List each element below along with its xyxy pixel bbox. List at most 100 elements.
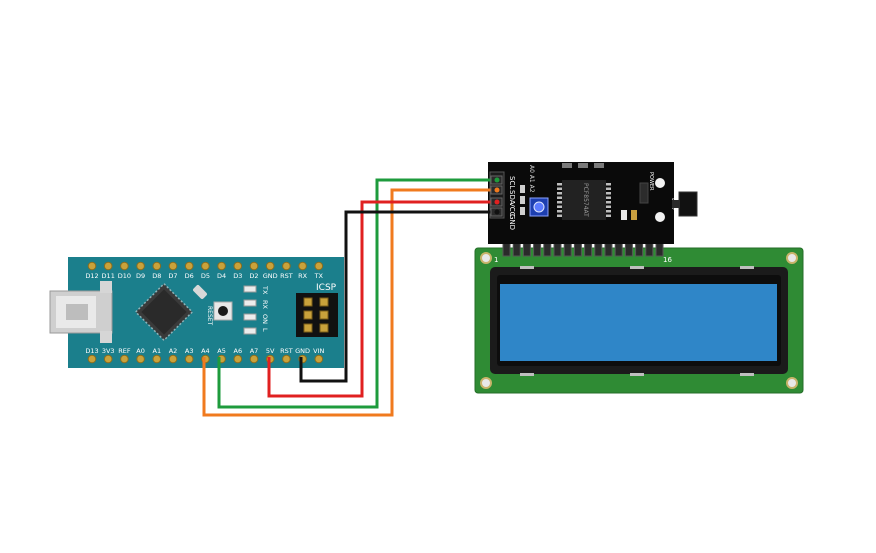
pin-top-d4[interactable] xyxy=(217,261,226,271)
i2c-pin-label-scl: SCL xyxy=(508,176,516,189)
pin-bottom-a2[interactable] xyxy=(168,354,178,364)
pin-label-bottom: 3V3 xyxy=(102,347,115,355)
pin-top-gnd[interactable] xyxy=(265,261,275,271)
pin-label-top: D8 xyxy=(152,272,161,280)
led-label: TX xyxy=(261,285,269,295)
i2c-chip-legs xyxy=(557,183,611,217)
icsp-pin[interactable] xyxy=(303,310,313,320)
pin-top-d11[interactable] xyxy=(103,261,113,271)
pin-top-d6[interactable] xyxy=(184,261,194,271)
pin-bottom-a0[interactable] xyxy=(136,354,145,364)
wire-gnd-black xyxy=(299,210,496,383)
chip-leg xyxy=(606,183,611,186)
pin-label-bottom: A2 xyxy=(169,347,178,355)
icsp-pin[interactable] xyxy=(319,297,329,307)
pin-bottom-vin[interactable] xyxy=(314,354,324,364)
lcd-pin-16-label: 16 xyxy=(663,256,672,264)
pin-bottom-rst[interactable] xyxy=(282,354,291,364)
pin-bottom-ref[interactable] xyxy=(120,354,129,364)
wire-end xyxy=(494,209,500,215)
led-label: RX xyxy=(261,300,269,310)
pin-top-d3[interactable] xyxy=(233,261,243,271)
lcd-mount-hole-tr xyxy=(786,252,798,264)
pin-bottom-3v3[interactable] xyxy=(103,354,113,364)
wire-scl-green xyxy=(217,178,496,409)
chip-leg xyxy=(606,210,611,213)
i2c-address-label: A0 A1 A2 xyxy=(528,165,535,193)
pin-label-top: D2 xyxy=(249,272,258,280)
icsp-pin[interactable] xyxy=(303,297,313,307)
pin-label-top: TX xyxy=(314,272,324,280)
i2c-pin-label-sda: SDA xyxy=(508,190,516,205)
wire-end-pins xyxy=(490,175,503,217)
icsp-pin[interactable] xyxy=(319,310,329,320)
pin-top-d10[interactable] xyxy=(120,261,129,271)
pin-label-top: D5 xyxy=(201,272,210,280)
pin-top-d8[interactable] xyxy=(152,261,162,271)
chip-leg xyxy=(557,187,562,190)
pin-label-bottom: GND xyxy=(295,347,310,355)
chip-leg xyxy=(557,196,562,199)
i2c-module: SCL SDA VCC GND A0 A1 A2 PCF8574AT POWER… xyxy=(488,162,698,244)
pin-top-d5[interactable] xyxy=(201,261,210,271)
i2c-pin-label-vcc: VCC xyxy=(508,202,516,217)
crystal xyxy=(193,285,207,299)
chip-leg xyxy=(606,196,611,199)
led-rx xyxy=(243,299,257,307)
pin-label-top: D7 xyxy=(168,272,177,280)
chip-leg xyxy=(557,192,562,195)
pin-bottom-a7[interactable] xyxy=(249,354,259,364)
pin-bottom-a3[interactable] xyxy=(184,354,194,364)
wire-vcc-red xyxy=(267,200,496,398)
icsp-header xyxy=(296,293,338,337)
pin-label-bottom: A6 xyxy=(234,347,243,355)
i2c-chip xyxy=(562,180,606,220)
pin-label-top: D11 xyxy=(102,272,115,280)
pin-bottom-a6[interactable] xyxy=(233,354,243,364)
i2c-mount-hole-top xyxy=(655,178,665,188)
chip-leg xyxy=(606,205,611,208)
lcd-pin-1-label: 1 xyxy=(494,256,498,264)
chip-leg xyxy=(557,214,562,217)
pin-label-bottom: A4 xyxy=(201,347,210,355)
pin-top-d7[interactable] xyxy=(168,261,178,271)
lcd-mount-hole-bl xyxy=(480,377,492,389)
pin-label-top: D12 xyxy=(85,272,98,280)
pin-bottom-d13[interactable] xyxy=(87,354,97,364)
wire-sda-orange xyxy=(202,188,496,417)
lcd-screen xyxy=(500,284,777,361)
pin-label-top: RST xyxy=(280,272,293,280)
wire-end xyxy=(494,187,500,193)
led-jumper[interactable] xyxy=(678,191,698,217)
wire-end xyxy=(494,177,500,183)
i2c-pin-label-gnd: GND xyxy=(508,214,516,230)
chip-leg xyxy=(606,192,611,195)
chip-leg xyxy=(606,201,611,204)
pin-label-bottom: A0 xyxy=(136,347,145,355)
pin-label-top: D10 xyxy=(118,272,131,280)
pin-top-rst[interactable] xyxy=(282,261,291,271)
lcd-mount-hole-tl xyxy=(480,252,492,264)
icsp-pin[interactable] xyxy=(319,323,329,333)
icsp-pin[interactable] xyxy=(303,323,313,333)
wires xyxy=(202,178,496,417)
lcd-mount-hole-br xyxy=(786,377,798,389)
chip-leg xyxy=(557,183,562,186)
pin-top-d12[interactable] xyxy=(87,261,97,271)
reset-label: RESET xyxy=(206,306,213,326)
i2c-mount-hole-bottom xyxy=(655,212,665,222)
i2c-smd-components xyxy=(562,163,649,220)
lcd-bezel-clips xyxy=(520,266,754,376)
pin-top-tx[interactable] xyxy=(314,261,324,271)
usb-connector xyxy=(49,281,113,343)
pin-label-top: D6 xyxy=(185,272,194,280)
pin-top-d2[interactable] xyxy=(249,261,259,271)
pin-top-d9[interactable] xyxy=(136,261,145,271)
pin-top-rx[interactable] xyxy=(298,261,307,271)
pin-bottom-a1[interactable] xyxy=(152,354,162,364)
chip-leg xyxy=(557,201,562,204)
pin-label-bottom: VIN xyxy=(313,347,324,355)
chip-leg xyxy=(557,205,562,208)
